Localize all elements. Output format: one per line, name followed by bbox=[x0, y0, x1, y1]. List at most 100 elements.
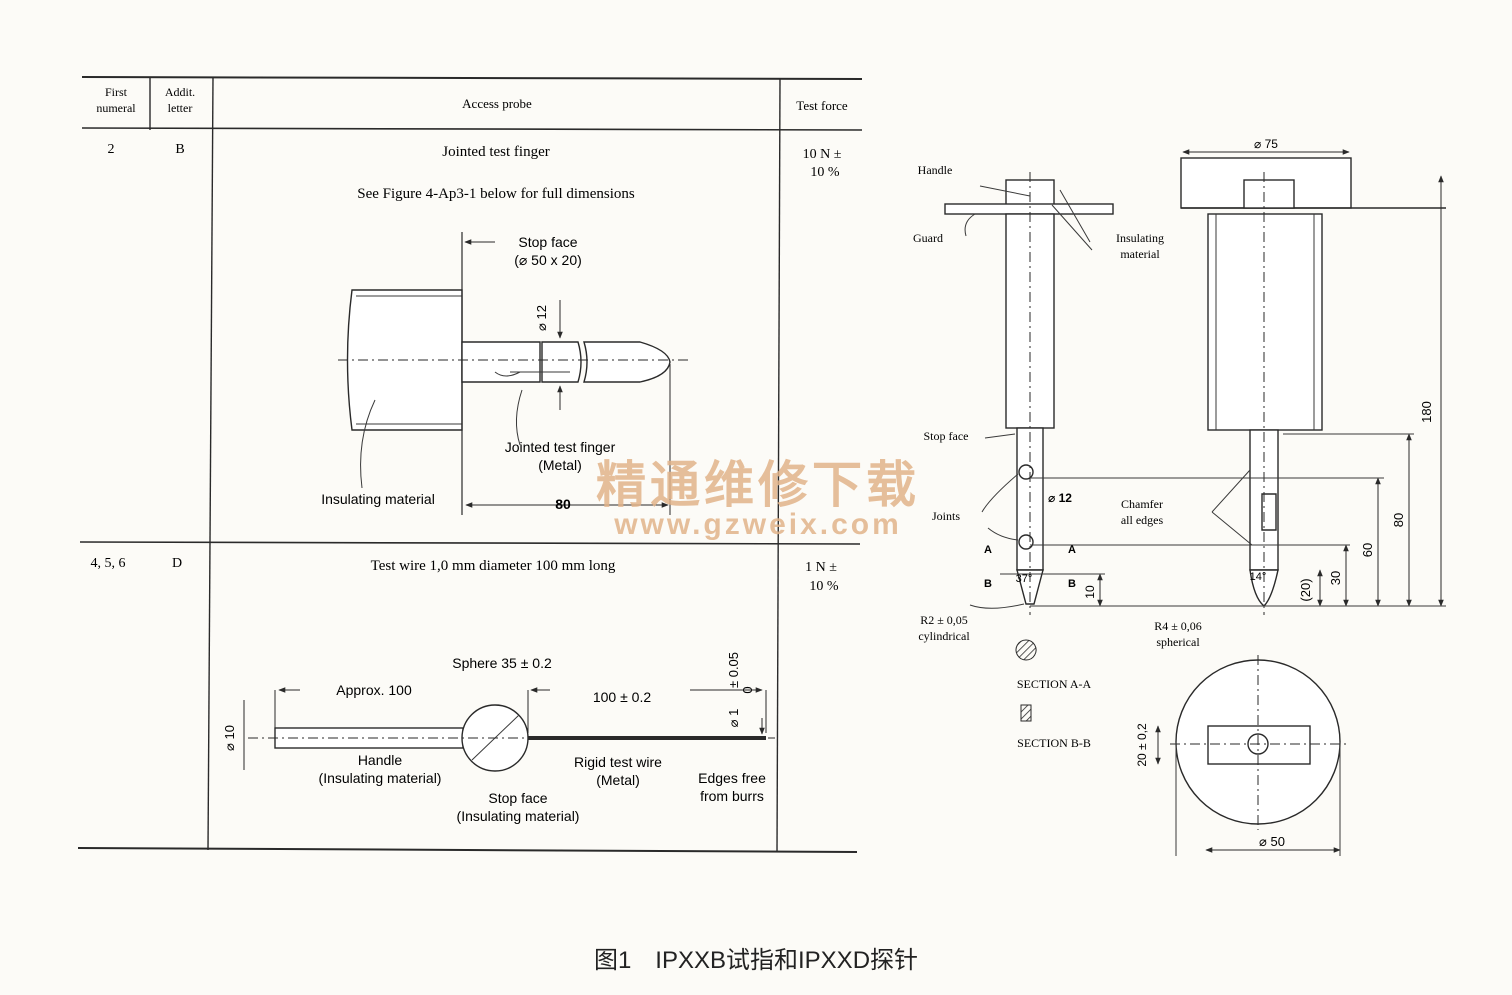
row2-probe-title: Test wire 1,0 mm diameter 100 mm long bbox=[371, 558, 616, 574]
finger-segment-1 bbox=[461, 341, 541, 383]
header-first-2: numeral bbox=[96, 101, 136, 115]
section-aa-symbol bbox=[1015, 639, 1037, 661]
figure-caption: 图1 IPXXB试指和IPXXD探针 bbox=[593, 947, 919, 974]
watermark-url: www.gzweix.com bbox=[613, 508, 902, 541]
wire-rigid-label: Rigid test wire bbox=[574, 754, 662, 770]
table-row-rule bbox=[79, 541, 861, 545]
col-divider-3 bbox=[776, 78, 781, 853]
table-bottom-rule bbox=[77, 847, 858, 853]
wire-edges-label: Edges free bbox=[698, 770, 766, 786]
detail-r2-label: R2 ± 0,05 bbox=[920, 613, 968, 627]
header-addit-1: Addit. bbox=[165, 85, 195, 99]
finger-insulating-label: Insulating material bbox=[321, 491, 435, 507]
row1-probe-title: Jointed test finger bbox=[442, 144, 549, 160]
detail-joint-2 bbox=[1018, 534, 1034, 550]
wire-length-label: 100 ± 0.2 bbox=[593, 689, 651, 705]
row2-addit-letter: D bbox=[172, 556, 182, 571]
detail-joint-1 bbox=[1018, 464, 1034, 480]
detail-dim-20: (20) bbox=[1298, 578, 1313, 601]
detail-dia50: ⌀ 50 bbox=[1259, 834, 1285, 849]
detail-dim-80: 80 bbox=[1391, 513, 1406, 527]
insulating-leader bbox=[360, 399, 376, 489]
wire-stop-face-material: (Insulating material) bbox=[457, 808, 580, 824]
detail-insulating-label: Insulating bbox=[1116, 231, 1164, 245]
finger-stop-face-dim: (⌀ 50 x 20) bbox=[514, 252, 582, 268]
finger-length-label: 80 bbox=[555, 496, 571, 512]
detail-angle-37: 37° bbox=[1016, 573, 1033, 585]
wire-handle-material: (Insulating material) bbox=[319, 770, 442, 786]
detail-dim-180: 180 bbox=[1419, 401, 1434, 423]
detail-stop-face-label: Stop face bbox=[924, 429, 969, 443]
finger-handle-edges bbox=[356, 295, 462, 425]
wire-tol-lower: 0 bbox=[740, 686, 755, 693]
detail-joints-label: Joints bbox=[932, 509, 960, 523]
wire-burrs-label: from burrs bbox=[700, 788, 764, 804]
detail-section-aa: SECTION A-A bbox=[1017, 677, 1092, 691]
finger-metal-label: (Metal) bbox=[538, 457, 582, 473]
finger-segment-2 bbox=[541, 341, 582, 383]
detail-material-label: material bbox=[1120, 247, 1160, 261]
detail-section-b-right: B bbox=[1068, 578, 1076, 590]
probe-table: First numeral Addit. letter Access probe… bbox=[77, 76, 863, 853]
detail-chamfer-leaders bbox=[1211, 469, 1253, 546]
section-bb-symbol bbox=[1020, 704, 1032, 722]
detail-dim-20-tol: 20 ± 0,2 bbox=[1135, 723, 1149, 767]
detail-left-leaders bbox=[964, 185, 1093, 609]
finger-joint-detail bbox=[494, 371, 570, 377]
detail-dia12-label: ⌀ 12 bbox=[1048, 491, 1072, 505]
finger-detail-drawing: Handle Guard Insulating material Stop fa… bbox=[913, 137, 1446, 856]
detail-chamfer-block bbox=[1261, 493, 1277, 531]
table-header-rule bbox=[81, 127, 863, 131]
detail-guard bbox=[944, 203, 1114, 215]
row1-first-numeral: 2 bbox=[108, 142, 115, 157]
header-test-force: Test force bbox=[796, 98, 848, 113]
header-first-1: First bbox=[105, 85, 128, 99]
wire-stop-face-label: Stop face bbox=[488, 790, 547, 806]
detail-section-a-left: A bbox=[984, 544, 992, 556]
col-divider-2 bbox=[207, 76, 214, 851]
detail-all-edges-label: all edges bbox=[1121, 513, 1164, 527]
row2-first-numeral: 4, 5, 6 bbox=[91, 556, 126, 571]
detail-chamfer-label: Chamfer bbox=[1121, 497, 1163, 511]
detail-handle-label: Handle bbox=[918, 163, 953, 177]
row2-force-1: 1 N ± bbox=[805, 560, 837, 575]
row1-force-2: 10 % bbox=[810, 165, 840, 180]
detail-section-bb: SECTION B-B bbox=[1017, 736, 1091, 750]
watermark: 精通维修下载 www.gzweix.com bbox=[596, 457, 920, 541]
wire-sphere-label: Sphere 35 ± 0.2 bbox=[452, 655, 552, 671]
detail-dim-60: 60 bbox=[1360, 543, 1375, 557]
row2-force-2: 10 % bbox=[809, 579, 839, 594]
header-access-probe: Access probe bbox=[462, 96, 532, 111]
finger-diameter: ⌀ 12 bbox=[534, 305, 549, 331]
jointed-finger-drawing: Stop face (⌀ 50 x 20) ⌀ 12 Jointed test … bbox=[321, 232, 690, 515]
detail-spherical-label: spherical bbox=[1156, 635, 1200, 649]
finger-title-label: Jointed test finger bbox=[505, 439, 616, 455]
finger-stop-face-label: Stop face bbox=[518, 234, 577, 250]
rigid-wire bbox=[528, 736, 766, 740]
wire-tol-upper: ± 0.05 bbox=[726, 652, 741, 688]
table-top-rule bbox=[81, 76, 863, 80]
detail-guard-label: Guard bbox=[913, 231, 943, 245]
row1-probe-note: See Figure 4-Ap3-1 below for full dimens… bbox=[357, 186, 635, 202]
wire-handle-dia: ⌀ 10 bbox=[222, 725, 237, 751]
wire-metal-label: (Metal) bbox=[596, 772, 640, 788]
detail-handle-side-body bbox=[1207, 213, 1323, 431]
header-addit-2: letter bbox=[168, 101, 193, 115]
test-wire-drawing: Sphere 35 ± 0.2 Approx. 100 100 ± 0.2 ⌀ … bbox=[222, 652, 775, 824]
wire-approx-label: Approx. 100 bbox=[336, 682, 412, 698]
finger-tip bbox=[583, 341, 671, 383]
wire-handle-label: Handle bbox=[358, 752, 403, 768]
detail-r4-label: R4 ± 0,06 bbox=[1154, 619, 1202, 633]
watermark-cn: 精通维修下载 bbox=[596, 457, 920, 513]
wire-dia-label: ⌀ 1 bbox=[726, 709, 741, 728]
row1-addit-letter: B bbox=[175, 142, 184, 157]
detail-dim-30: 30 bbox=[1328, 571, 1343, 585]
detail-angle-14: 14° bbox=[1250, 571, 1267, 583]
detail-dim-10: 10 bbox=[1083, 585, 1097, 599]
detail-handle-side bbox=[1243, 179, 1295, 209]
detail-dia75: ⌀ 75 bbox=[1254, 137, 1278, 151]
detail-section-a-right: A bbox=[1068, 544, 1076, 556]
row1-force-1: 10 N ± bbox=[803, 147, 842, 162]
detail-section-b-left: B bbox=[984, 578, 992, 590]
